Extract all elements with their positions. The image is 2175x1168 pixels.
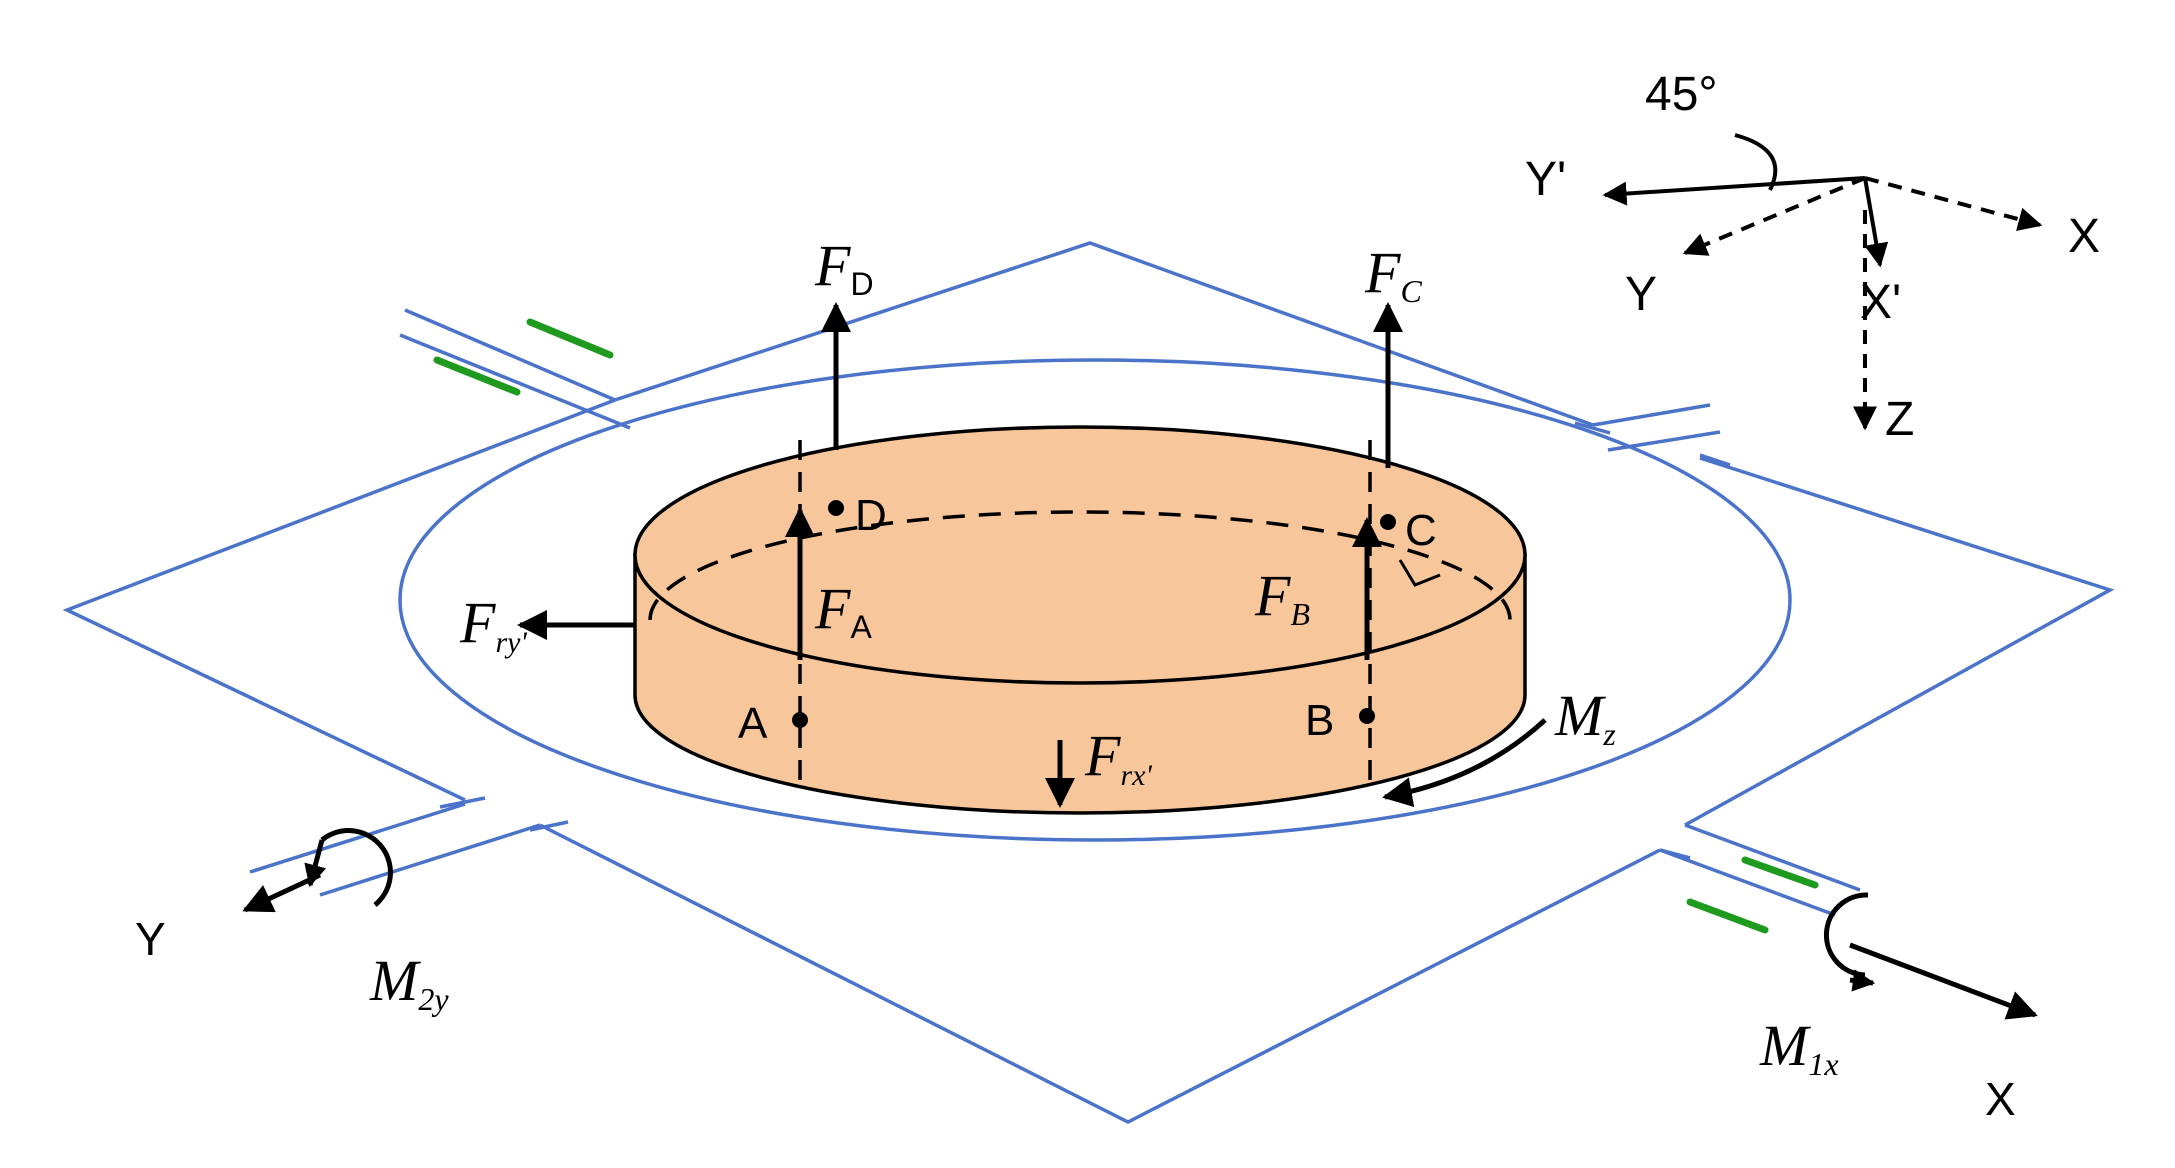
y-shaft-upper xyxy=(249,802,466,874)
moment-m2y-head xyxy=(304,839,327,888)
axis-y xyxy=(1682,176,1866,256)
point-a-marker xyxy=(792,712,808,728)
arrow-frame-x xyxy=(1849,942,2038,1020)
moment-m1x-head xyxy=(1849,969,1876,992)
axis-x-prime xyxy=(1863,177,1889,268)
angle-arc xyxy=(1734,133,1778,191)
rear-shaft-lower xyxy=(399,333,631,430)
y-shaft-lower xyxy=(319,823,541,897)
frame-bottom-edges xyxy=(539,823,1661,1124)
arrow-mz xyxy=(1382,718,1547,808)
label-point-a: A xyxy=(738,699,768,748)
moment-m2y-curl xyxy=(320,828,393,907)
frame-axis-arrows xyxy=(242,828,2038,1020)
label-mz: Mz xyxy=(1554,683,1616,752)
label-frame-y: Y xyxy=(135,913,166,965)
label-x-prime: X' xyxy=(1860,276,1901,329)
label-x: X xyxy=(2068,210,2100,263)
label-m1x: M1x xyxy=(1759,1013,1839,1082)
outer-ring xyxy=(398,358,1792,842)
point-b-marker xyxy=(1359,708,1375,724)
bearing-cap xyxy=(1699,453,1731,467)
disk-hidden-edge xyxy=(648,510,1512,621)
angle-tick xyxy=(1398,559,1441,587)
rear-right-shaft-upper xyxy=(1592,403,1711,427)
axis-x xyxy=(1864,176,2043,231)
x-shaft-upper xyxy=(1659,848,1836,917)
bearing-cap xyxy=(529,820,569,832)
label-fry: Fry' xyxy=(459,590,527,659)
label-frx: Frx' xyxy=(1084,723,1152,792)
point-c-marker xyxy=(1380,514,1396,530)
label-y-prime: Y' xyxy=(1525,153,1566,206)
bearing-cap xyxy=(1659,848,1691,860)
label-point-b: B xyxy=(1305,696,1334,745)
label-point-d: D xyxy=(855,491,887,540)
label-fa: FA xyxy=(814,576,872,645)
force-arrows xyxy=(517,302,1547,808)
frame-top-edges xyxy=(614,241,1594,427)
label-m2y: M2y xyxy=(369,948,449,1017)
label-fc: FC xyxy=(1364,240,1422,309)
bearing-cap xyxy=(439,796,486,809)
rear-shaft-upper xyxy=(404,308,616,402)
label-angle: 45° xyxy=(1645,68,1718,121)
label-y: Y xyxy=(1625,268,1657,321)
moment-m1x-curl xyxy=(1824,892,1869,978)
rear-right-shaft-lower xyxy=(1607,430,1721,452)
label-fb: FB xyxy=(1254,563,1310,632)
green-ticks xyxy=(433,318,1819,934)
frame-right-edges xyxy=(1684,456,2115,827)
frame-left-edges xyxy=(62,398,616,802)
x-shaft-lower xyxy=(1684,823,1861,892)
axis-y-prime xyxy=(1602,176,1866,206)
axes-inset xyxy=(1602,133,2043,431)
label-fd: FD xyxy=(814,233,874,302)
point-markers xyxy=(792,500,1396,728)
disk xyxy=(633,425,1527,815)
bearing-cap xyxy=(1574,421,1611,435)
label-z: Z xyxy=(1885,393,1914,446)
disk-top xyxy=(633,425,1527,685)
label-frame-x: X xyxy=(1985,1073,2016,1125)
point-d-marker xyxy=(828,500,844,516)
diamond-frame xyxy=(62,241,2115,1124)
label-point-c: C xyxy=(1405,506,1437,555)
